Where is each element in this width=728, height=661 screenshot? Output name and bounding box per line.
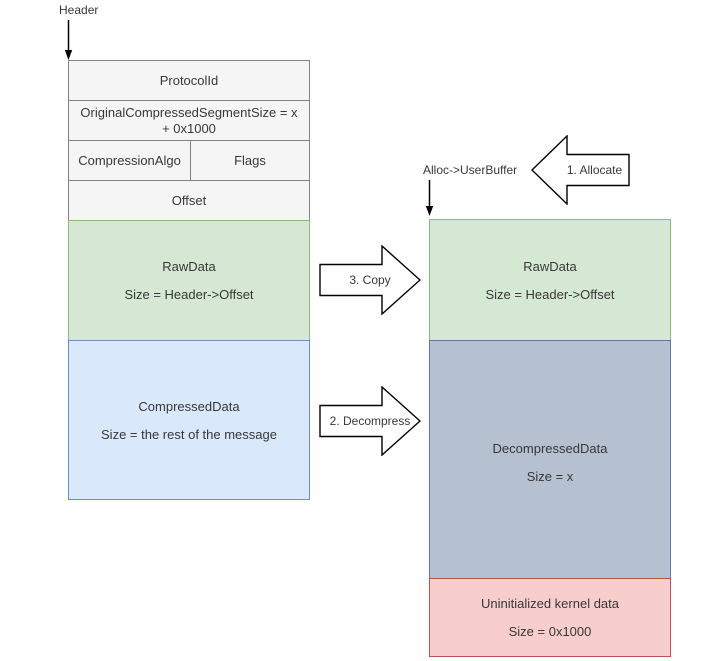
message-compressed-data-title: CompressedData <box>138 398 240 414</box>
alloc-userbuffer-pointer-arrow <box>425 180 434 216</box>
copy-arrow-shape-icon <box>319 245 421 315</box>
allocate-step-arrow: 1. Allocate <box>531 135 630 205</box>
field-offset: Offset <box>68 180 310 221</box>
field-flags: Flags <box>190 140 310 181</box>
buffer-uninitialized-kernel-data-title: Uninitialized kernel data <box>480 596 620 611</box>
alloc-userbuffer-pointer-label: Alloc->UserBuffer <box>423 163 518 177</box>
message-compressed-data-size: Size = the rest of the message <box>101 426 277 442</box>
field-compression-algo: CompressionAlgo <box>68 140 191 181</box>
buffer-raw-data-block: RawData Size = Header->Offset <box>429 219 671 341</box>
allocate-arrow-label: 1. Allocate <box>566 163 623 177</box>
copy-arrow-label: 3. Copy <box>349 273 391 287</box>
buffer-raw-data-size: Size = Header->Offset <box>485 286 615 302</box>
decompress-step-arrow: 2. Decompress <box>319 386 421 456</box>
field-original-compressed-segment-size: OriginalCompressedSegmentSize = x + 0x10… <box>68 100 310 141</box>
message-raw-data-size: Size = Header->Offset <box>124 287 254 302</box>
buffer-uninitialized-kernel-data-size: Size = 0x1000 <box>508 624 592 639</box>
field-protocol-id: ProtocolId <box>68 60 310 101</box>
field-compression-algo-label: CompressionAlgo <box>78 153 181 168</box>
decompress-arrow-shape-icon <box>319 386 421 456</box>
field-protocol-id-label: ProtocolId <box>159 73 219 88</box>
field-offset-label: Offset <box>171 193 207 208</box>
copy-step-arrow: 3. Copy <box>319 245 421 315</box>
allocate-arrow-shape-icon <box>531 135 630 205</box>
header-pointer-label: Header <box>59 3 99 17</box>
buffer-raw-data-title: RawData <box>523 258 577 274</box>
buffer-uninitialized-kernel-data-block: Uninitialized kernel data Size = 0x1000 <box>429 578 671 657</box>
field-flags-label: Flags <box>234 153 266 168</box>
decompress-arrow-label: 2. Decompress <box>329 414 411 428</box>
message-raw-data-title: RawData <box>162 259 216 274</box>
field-original-compressed-segment-size-label: OriginalCompressedSegmentSize = x + 0x10… <box>80 104 298 136</box>
message-raw-data-block: RawData Size = Header->Offset <box>68 220 310 341</box>
buffer-decompressed-data-title: DecompressedData <box>492 441 608 456</box>
header-pointer-arrow <box>64 20 73 60</box>
buffer-decompressed-data-block: DecompressedData Size = x <box>429 340 671 579</box>
buffer-decompressed-data-size: Size = x <box>526 469 574 484</box>
message-compressed-data-block: CompressedData Size = the rest of the me… <box>68 340 310 500</box>
